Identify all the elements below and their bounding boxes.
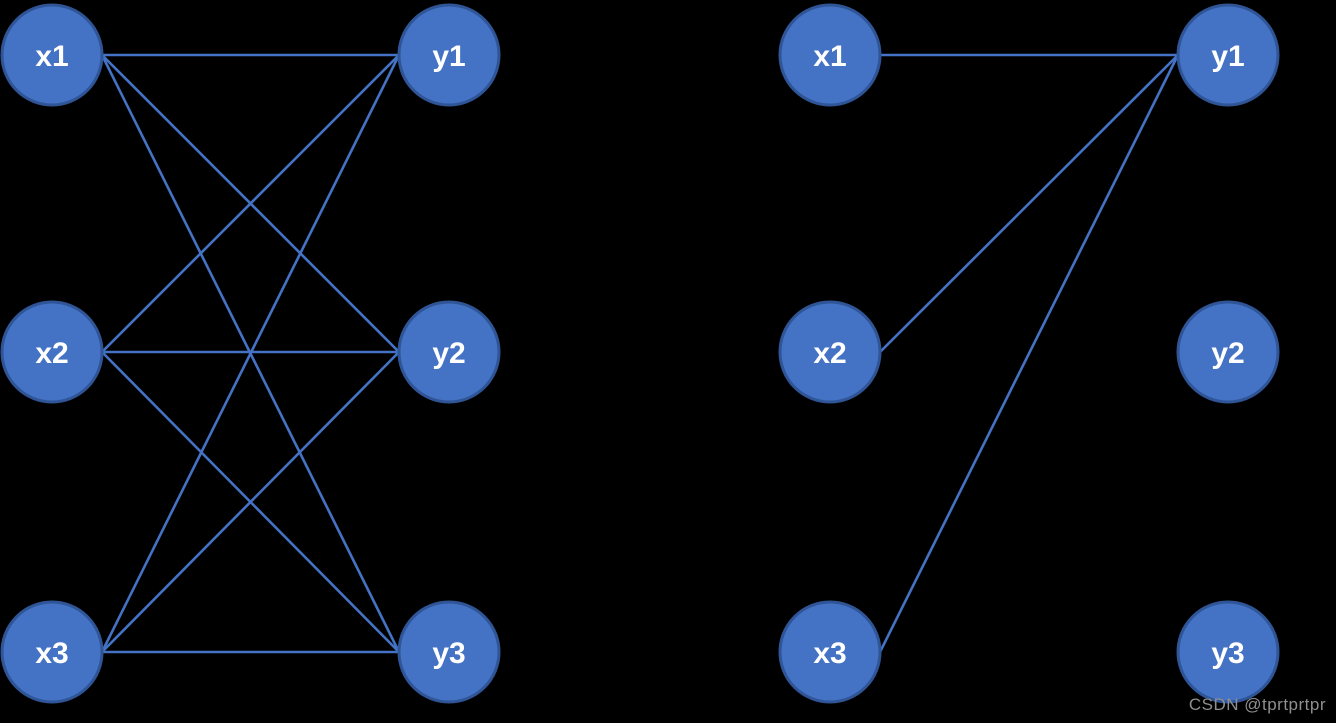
graph-edge-x2-y1 [101,54,400,353]
node-label-y3: y3 [432,637,465,670]
graph-node-y2 [1176,300,1280,404]
matching-subgraph: x1 x2 x3 y1 y2 y3 [778,3,1280,704]
complete-bipartite-graph: x1 x2 x3 y1 y2 y3 [0,3,501,704]
graph-node-y1 [397,3,501,107]
node-label-x1: x1 [35,40,68,73]
graph-edge-x3-y2 [101,351,400,653]
node-label-y3: y3 [1211,637,1244,670]
watermark-text: CSDN @tprtprtpr [1188,695,1326,714]
graph-edge-x3-y1 [100,54,401,653]
graph-node-y1 [1176,3,1280,107]
graph-node-y3 [1176,600,1280,704]
node-label-y1: y1 [1211,40,1244,73]
node-label-y2: y2 [1211,337,1244,370]
graph-node-x1 [778,3,882,107]
node-label-x3: x3 [813,637,846,670]
graph-node-x1 [0,3,104,107]
graph-edge-x2-y1 [879,54,1179,353]
graph-node-x3 [0,600,104,704]
node-label-x1: x1 [813,40,846,73]
graph-node-x2 [0,300,104,404]
node-label-y1: y1 [432,40,465,73]
graph-edge-x3-y1 [878,54,1180,653]
node-label-x3: x3 [35,637,68,670]
graph-node-x3 [778,600,882,704]
node-label-x2: x2 [35,337,68,370]
node-label-y2: y2 [432,337,465,370]
graph-node-y2 [397,300,501,404]
graph-node-y3 [397,600,501,704]
node-label-x2: x2 [813,337,846,370]
graph-node-x2 [778,300,882,404]
